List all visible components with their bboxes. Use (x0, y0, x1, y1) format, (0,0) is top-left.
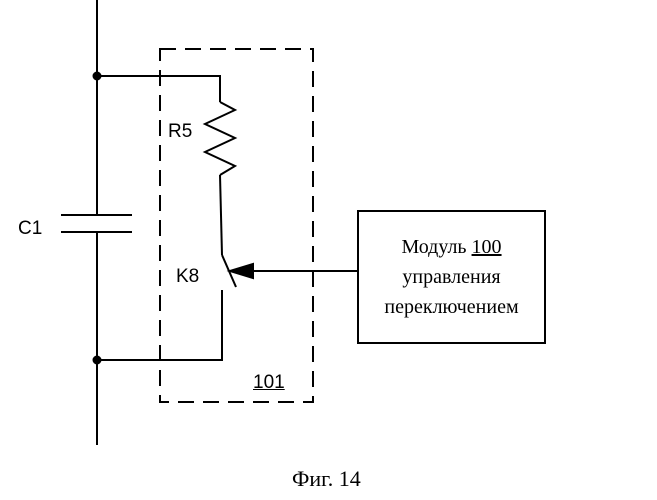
switch-label: K8 (176, 266, 199, 288)
block-101-dashed-boundary (160, 49, 313, 402)
block-ref-label: 101 (253, 372, 285, 394)
module-ref: 100 (472, 236, 502, 258)
module-name: Модуль (401, 236, 466, 258)
wire-top (97, 76, 220, 102)
capacitor-label: C1 (18, 218, 42, 240)
resistor-label: R5 (168, 121, 192, 143)
figure-caption: Фиг. 14 (292, 466, 361, 492)
arrow-head-icon (230, 264, 253, 278)
resistor-zigzag (205, 102, 235, 175)
module-label: Модуль 100 управления переключением (358, 211, 545, 343)
module-line1: Модуль 100 (401, 232, 501, 262)
module-line2: управления (402, 262, 500, 292)
module-line3: переключением (384, 292, 518, 322)
wire-resistor-to-switch (220, 175, 222, 255)
